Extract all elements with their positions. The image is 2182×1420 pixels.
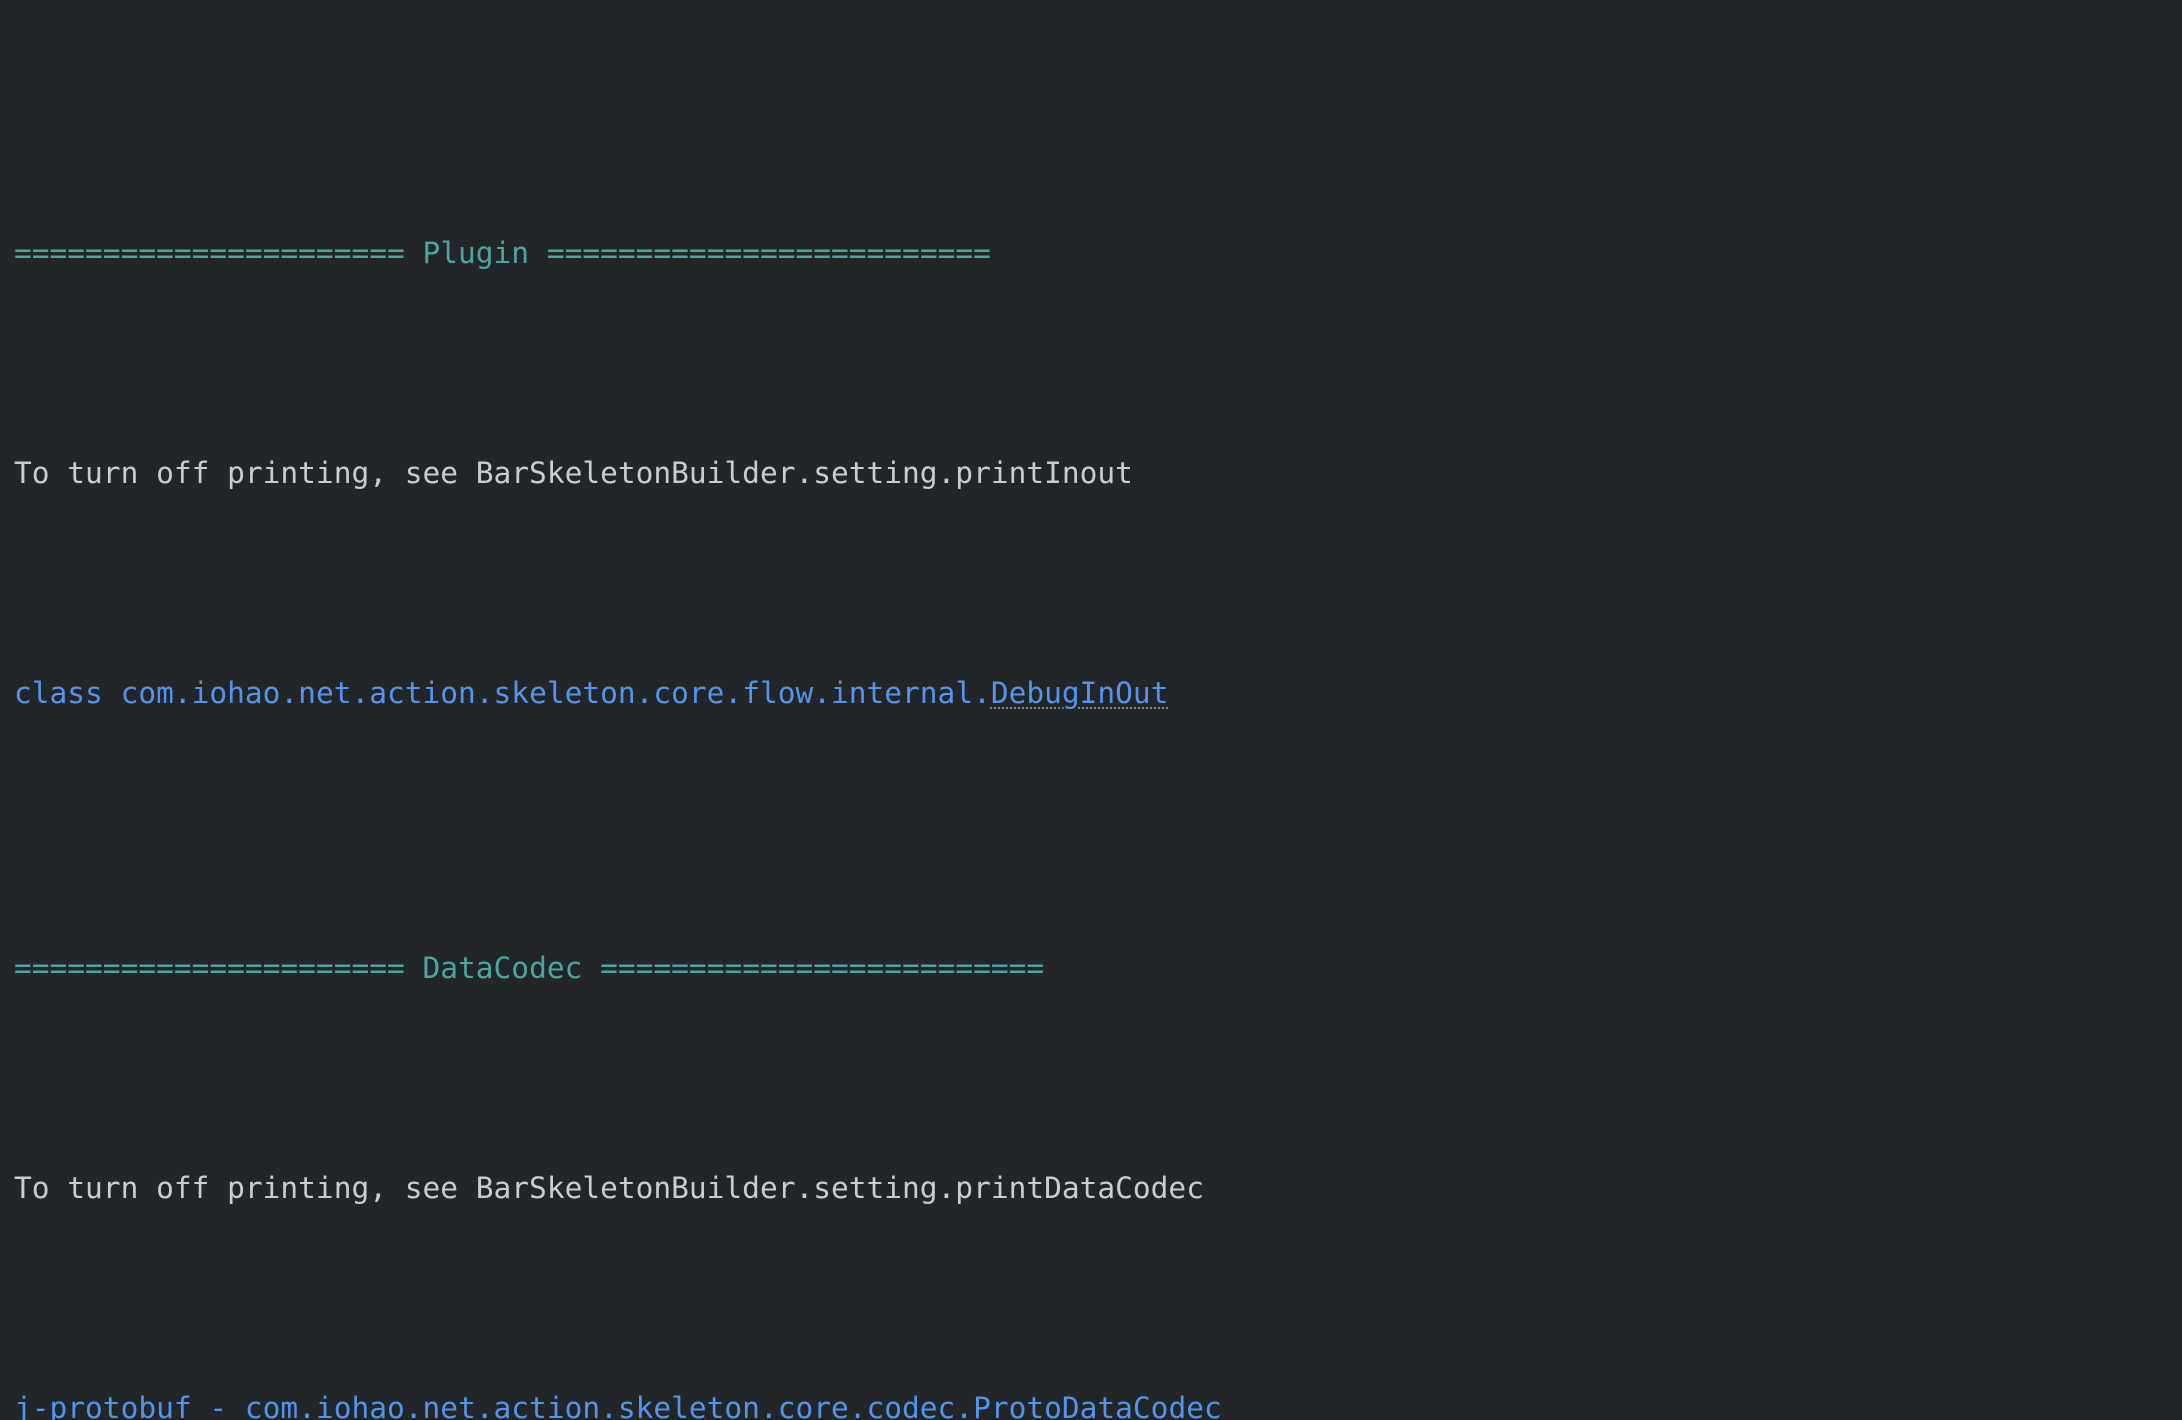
- plugin-hint-text: To turn off printing, see BarSkeletonBui…: [14, 456, 1133, 490]
- section-header-plugin: ====================== Plugin ==========…: [14, 226, 2182, 281]
- separator-left: ======================: [14, 951, 405, 985]
- plugin-entry-line[interactable]: class com.iohao.net.action.skeleton.core…: [14, 666, 2182, 721]
- datacodec-hint-line: To turn off printing, see BarSkeletonBui…: [14, 1161, 2182, 1216]
- separator-space: [405, 951, 423, 985]
- plugin-entry-prefix: class: [14, 676, 121, 710]
- section-header-datacodec: ====================== DataCodec =======…: [14, 941, 2182, 996]
- plugin-entry-class-link[interactable]: DebugInOut: [990, 676, 1169, 710]
- separator-left: ======================: [14, 236, 405, 270]
- datacodec-entry-prefix: j-protobuf -: [14, 1391, 245, 1420]
- separator-right: =========================: [546, 236, 991, 270]
- separator-right: =========================: [600, 951, 1045, 985]
- plugin-hint-line: To turn off printing, see BarSkeletonBui…: [14, 446, 2182, 501]
- separator-space: [405, 236, 423, 270]
- section-title-datacodec: DataCodec: [422, 951, 583, 985]
- section-title-plugin: Plugin: [422, 236, 530, 270]
- separator-space: [582, 951, 600, 985]
- datacodec-entry-package: com.iohao.net.action.skeleton.core.codec…: [244, 1391, 974, 1420]
- separator-space: [529, 236, 547, 270]
- plugin-entry-package: com.iohao.net.action.skeleton.core.flow.…: [120, 676, 991, 710]
- datacodec-hint-text: To turn off printing, see BarSkeletonBui…: [14, 1171, 1204, 1205]
- datacodec-entry-line[interactable]: j-protobuf - com.iohao.net.action.skelet…: [14, 1381, 2182, 1420]
- datacodec-entry-class-link[interactable]: ProtoDataCodec: [973, 1391, 1222, 1420]
